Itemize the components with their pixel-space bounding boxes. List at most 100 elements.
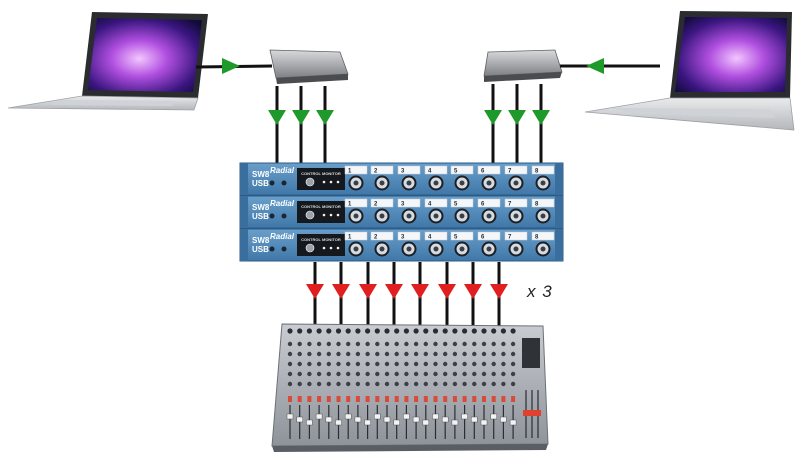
mixer-knob (462, 371, 467, 377)
mixer-knob (452, 371, 458, 377)
arrow-down-green-left-1 (268, 110, 286, 125)
channel-label-strip (344, 165, 368, 175)
mixer-button (346, 396, 351, 402)
mixer-input-jack (345, 328, 351, 334)
fader-cap (441, 416, 449, 423)
laptop-left-keyboard (50, 100, 175, 106)
mixer-knob (326, 361, 331, 367)
mixer-knob (443, 351, 448, 357)
channel-number: 1 (348, 235, 352, 241)
fader-cap (354, 416, 362, 423)
mixer-knob (481, 371, 487, 377)
mixer-knob (316, 371, 322, 377)
mixer-knob (433, 371, 438, 377)
mixer-knob (462, 361, 467, 367)
mixer-button (433, 396, 438, 402)
mixer-knob (404, 361, 409, 367)
mixer-knob (307, 381, 312, 387)
mixer-knob (355, 361, 361, 367)
mixer-input-jack (403, 328, 409, 334)
control-xlr-jack (305, 243, 315, 253)
channel-label-strip (531, 165, 555, 175)
channel-label-strip (397, 231, 421, 241)
mixer-knob (384, 361, 390, 367)
mixer-knob (491, 371, 496, 377)
laptop-left-screen (88, 18, 202, 92)
mixer-knob (510, 351, 516, 357)
mixer-master-display (522, 338, 540, 368)
channel-label-strip (397, 198, 421, 208)
control-led (322, 213, 326, 217)
xlr-jack-center (459, 213, 465, 219)
arrow-down-red-2 (332, 284, 350, 299)
mixer-knob (375, 371, 380, 377)
mixer-input-jack (471, 328, 477, 334)
channel-number: 8 (535, 169, 539, 175)
mixer-knob (316, 381, 322, 387)
mixer-knob (404, 341, 409, 347)
mixer-button (326, 396, 331, 402)
rack-small-knob (269, 180, 275, 186)
channel-label-strip (504, 165, 528, 175)
channel-number: 7 (508, 235, 512, 241)
mixer-input-jack (491, 328, 497, 334)
mixer-knob (413, 361, 419, 367)
mixer-knob (443, 381, 448, 387)
mixer-knob (452, 351, 458, 357)
multiplier-label: x 3 (527, 282, 553, 301)
mixer-input-jack (481, 328, 487, 334)
channel-label-strip (424, 231, 448, 241)
fader-cap (335, 419, 342, 426)
mixer-button (501, 396, 506, 402)
channel-number: 7 (508, 169, 512, 175)
mixer-knob (287, 341, 293, 347)
laptop-right (584, 11, 795, 131)
mixer-knob (394, 361, 399, 367)
mixer-knob (384, 381, 390, 387)
mixer-button (288, 396, 292, 402)
arrow-down-red-4 (385, 284, 403, 299)
mixer-knob (375, 361, 380, 367)
mixer-knob (501, 381, 506, 387)
mixer-knob (287, 361, 293, 367)
rack-ear-right (555, 163, 563, 195)
channel-number: 2 (374, 202, 378, 208)
control-led (336, 246, 340, 250)
mixer-knob (365, 361, 370, 367)
mixer-knob (462, 351, 467, 357)
mixer-knob (326, 371, 331, 377)
arrow-down-red-1 (306, 284, 324, 299)
fader-slot (434, 405, 437, 439)
channel-label-strip (344, 198, 368, 208)
channel-label-strip (450, 231, 474, 241)
fader-cap (296, 416, 303, 423)
channel-label-strip (344, 231, 368, 241)
mixer-button (491, 396, 496, 402)
rack-ear-left (240, 196, 248, 228)
mixer-knob (452, 381, 458, 387)
fader-cap (451, 419, 459, 426)
rack-model-line2: USB (252, 245, 269, 254)
channel-number: 1 (348, 169, 352, 175)
mixer-knob (501, 371, 506, 377)
xlr-jack-center (406, 213, 412, 219)
channel-number: 4 (428, 235, 432, 241)
mixer-knob (384, 351, 390, 357)
mixer-knob (404, 371, 409, 377)
fader-cap (422, 419, 430, 426)
mixer-knob (297, 361, 302, 367)
mixer-knob (481, 351, 487, 357)
arrow-down-red-7 (464, 284, 482, 299)
mixer-knob (336, 371, 341, 377)
channel-number: 4 (428, 202, 432, 208)
mixer-knob (346, 341, 351, 347)
mixer-input-jack (365, 328, 371, 334)
mixer-knob (287, 381, 293, 387)
channel-number: 3 (401, 235, 405, 241)
fader-cap (374, 413, 381, 420)
mixer-input-jack (452, 328, 458, 334)
mixer-knob (472, 371, 477, 377)
mixer-input-jack (394, 328, 400, 334)
